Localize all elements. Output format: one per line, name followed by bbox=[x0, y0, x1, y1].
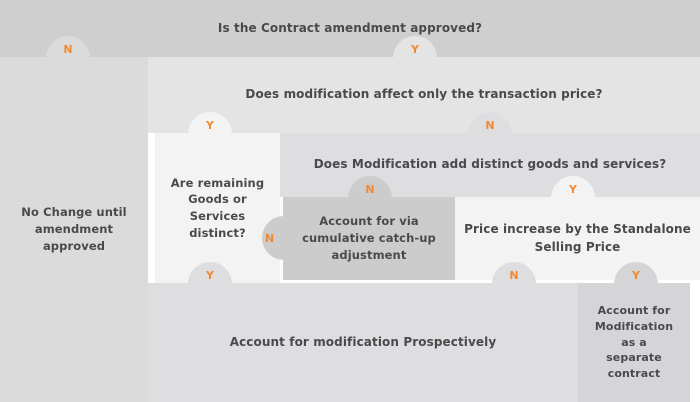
node-standalone-selling-price-label: Price increase by the Standalone Selling… bbox=[464, 222, 691, 254]
node-transaction-price-question[interactable]: Does modification affect only the transa… bbox=[148, 57, 700, 133]
node-separate-contract-label: Account for Modification as a separate c… bbox=[594, 303, 674, 381]
node-remaining-distinct-question[interactable]: Are remaining Goods or Services distinct… bbox=[155, 133, 280, 283]
node-no-change-label: No Change until amendment approved bbox=[21, 205, 127, 253]
node-cumulative-catchup-label: Account for via cumulative catch-up adju… bbox=[302, 214, 436, 262]
node-no-change[interactable]: No Change until amendment approved bbox=[0, 57, 148, 402]
node-standalone-selling-price[interactable]: Price increase by the Standalone Selling… bbox=[455, 197, 700, 280]
node-separate-contract[interactable]: Account for Modification as a separate c… bbox=[578, 283, 690, 402]
node-prospective-label: Account for modification Prospectively bbox=[229, 334, 497, 349]
node-prospective[interactable]: Account for modification Prospectively bbox=[148, 283, 578, 402]
node-add-goods-question[interactable]: Does Modification add distinct goods and… bbox=[280, 133, 700, 197]
node-remaining-distinct-question-label: Are remaining Goods or Services distinct… bbox=[170, 175, 265, 240]
node-cumulative-catchup[interactable]: Account for via cumulative catch-up adju… bbox=[283, 197, 455, 280]
node-top-question-label: Is the Contract amendment approved? bbox=[217, 20, 483, 35]
node-transaction-price-question-label: Does modification affect only the transa… bbox=[245, 87, 603, 102]
node-add-goods-question-label: Does Modification add distinct goods and… bbox=[313, 157, 667, 172]
node-top-question[interactable]: Is the Contract amendment approved? bbox=[0, 0, 700, 57]
